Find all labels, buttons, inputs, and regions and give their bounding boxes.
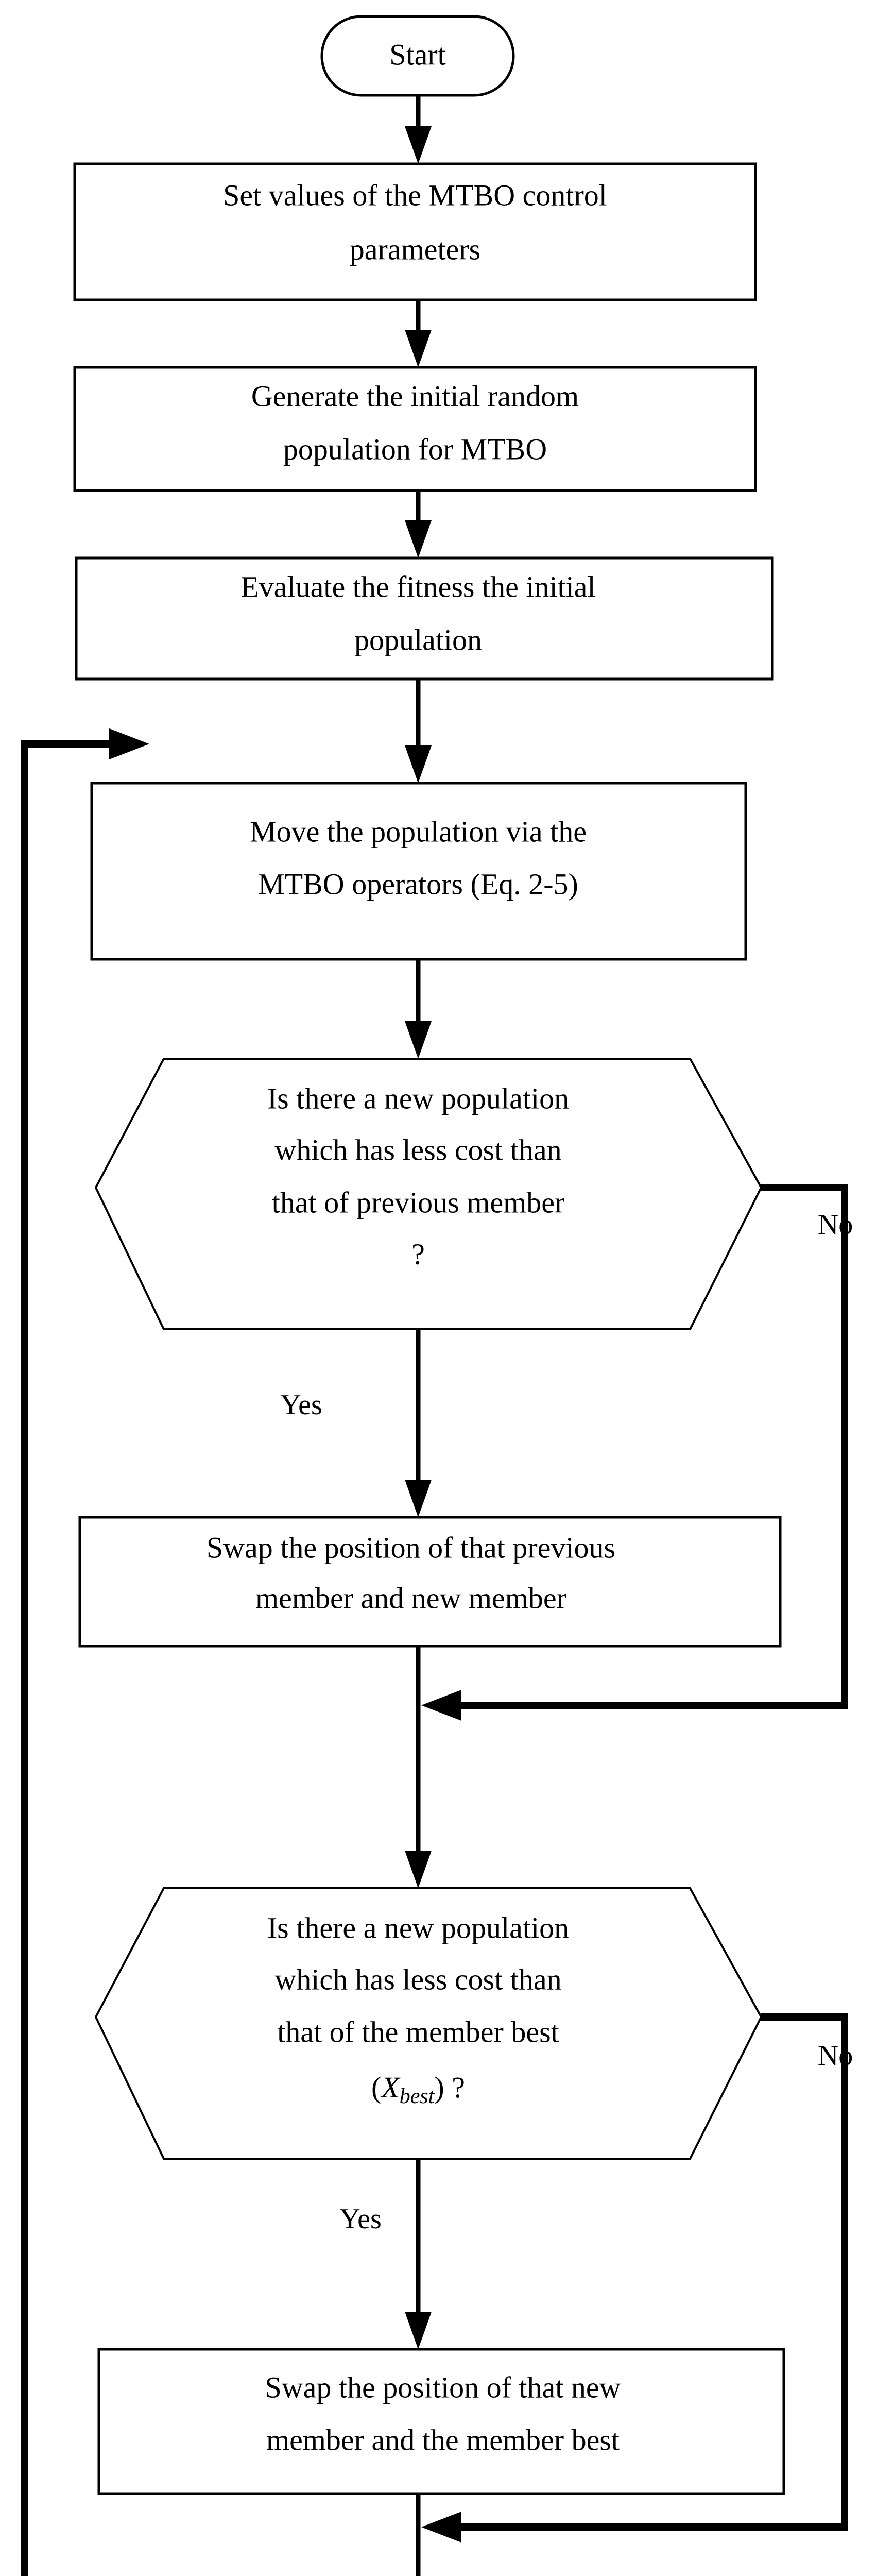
connector-decision-best-no — [421, 2013, 848, 2543]
node-set-values-line2: parameters — [350, 232, 480, 266]
edge-label-decision-best-no: No — [818, 2040, 853, 2072]
edge-label-decision-prev-yes: Yes — [280, 1389, 322, 1421]
connector-evaluate-to-move — [405, 679, 432, 783]
connector-loop-back-to-move — [21, 728, 149, 2576]
node-set-values-line1: Set values of the MTBO control — [223, 178, 607, 212]
node-generate-line2: population for MTBO — [283, 432, 547, 466]
connector-decision-prev-yes — [405, 1329, 432, 1517]
edge-label-decision-prev-no: No — [818, 1209, 853, 1241]
connector-decision-prev-no — [421, 1184, 848, 1721]
node-decision-best[interactable]: Is there a new population which has less… — [94, 1887, 763, 2160]
node-decision-best-line3: that of the member best — [277, 2015, 559, 2048]
node-start-label: Start — [389, 38, 446, 71]
node-evaluate[interactable]: Evaluate the fitness the initial populat… — [75, 556, 774, 681]
node-set-values[interactable]: Set values of the MTBO control parameter… — [73, 162, 757, 301]
xbest-close: ) ? — [434, 2071, 465, 2104]
node-start[interactable]: Start — [320, 15, 515, 97]
node-move-line2: MTBO operators (Eq. 2-5) — [258, 867, 578, 901]
connector-move-to-decision-prev — [405, 959, 432, 1059]
node-swap-prev-line1: Swap the position of that previous — [207, 1531, 615, 1564]
node-decision-prev[interactable]: Is there a new population which has less… — [94, 1058, 763, 1330]
node-decision-best-line2: which has less cost than — [274, 1962, 561, 1996]
edge-label-decision-best-yes: Yes — [339, 2203, 381, 2235]
connector-swap-prev-to-decision-best — [405, 1646, 432, 1888]
xbest-subscript: best — [400, 2084, 435, 2108]
connector-swap-best-to-stop — [416, 2494, 421, 2576]
node-decision-best-line4: (Xbest) ? — [371, 2071, 465, 2108]
node-move-line1: Move the population via the — [250, 815, 587, 848]
connector-decision-best-yes — [405, 2159, 432, 2349]
node-decision-prev-line4: ? — [411, 1237, 425, 1270]
node-swap-best-line1: Swap the position of that new — [265, 2370, 621, 2404]
xbest-open-paren: ( — [371, 2071, 381, 2104]
node-generate-line1: Generate the initial random — [251, 379, 579, 413]
node-decision-prev-line1: Is there a new population — [267, 1081, 569, 1115]
node-move[interactable]: Move the population via the MTBO operato… — [90, 782, 747, 961]
node-evaluate-line2: population — [354, 623, 482, 656]
node-evaluate-line1: Evaluate the fitness the initial — [240, 570, 595, 603]
node-swap-best-line2: member and the member best — [266, 2423, 620, 2456]
connector-set-values-to-generate — [405, 300, 432, 367]
node-decision-best-line1: Is there a new population — [267, 1911, 569, 1944]
xbest-variable: X — [380, 2071, 401, 2104]
node-swap-prev-line2: member and new member — [255, 1581, 566, 1615]
node-decision-prev-line2: which has less cost than — [274, 1133, 561, 1166]
node-decision-prev-line3: that of previous member — [272, 1185, 565, 1219]
connector-generate-to-evaluate — [405, 490, 432, 558]
node-swap-best[interactable]: Swap the position of that new member and… — [97, 2348, 785, 2495]
node-swap-prev[interactable]: Swap the position of that previous membe… — [78, 1516, 782, 1648]
node-generate[interactable]: Generate the initial random population f… — [73, 366, 757, 492]
connector-start-to-set-values — [405, 95, 432, 164]
